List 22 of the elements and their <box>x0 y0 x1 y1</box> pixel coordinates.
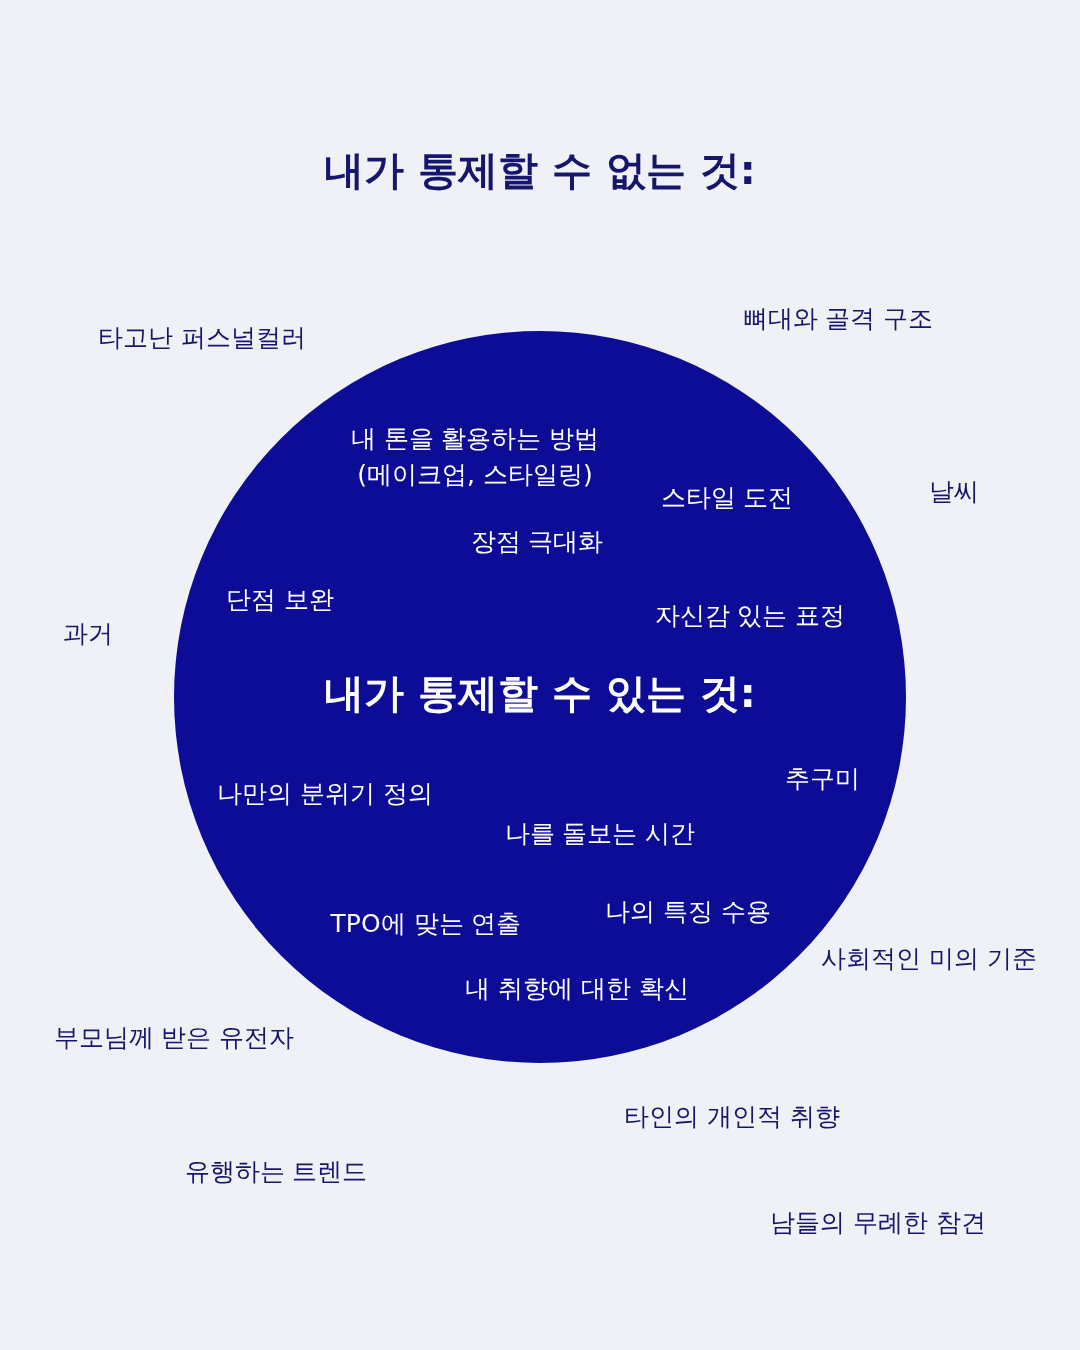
item-text: 내 취향에 대한 확신 <box>465 972 689 1005</box>
outside-label: 사회적인 미의 기준 <box>821 942 1037 975</box>
item-text: 내 톤을 활용하는 방법 (메이크업, 스타일링) <box>349 423 601 491</box>
outside-label: 뼈대와 골격 구조 <box>742 302 934 335</box>
outside-label: 부모님께 받은 유전자 <box>53 1021 295 1054</box>
outside-label: 날씨 <box>929 475 979 508</box>
item-text: 단점 보완 <box>226 583 334 616</box>
outside-label: 남들의 무례한 참견 <box>770 1206 986 1239</box>
item-text: 장점 극대화 <box>470 525 604 558</box>
outside-label: 타인의 개인적 취향 <box>624 1100 840 1133</box>
item-text: 스타일 도전 <box>660 481 794 514</box>
title: 내가 통제할 수 없는 것: <box>324 145 756 195</box>
item-text: 나만의 분위기 정의 <box>217 777 433 810</box>
item-text: 나를 돌보는 시간 <box>504 817 696 850</box>
item-text: 추구미 <box>784 762 860 795</box>
item-text: 자신감 있는 표정 <box>654 599 846 632</box>
item-text: TPO에 맞는 연출 <box>330 907 522 940</box>
outside-label: 과거 <box>63 617 113 650</box>
circle-heading: 내가 통제할 수 있는 것: <box>324 668 756 718</box>
outside-label: 타고난 퍼스널컬러 <box>98 321 306 354</box>
item-text: 나의 특징 수용 <box>605 895 771 928</box>
outside-label: 유행하는 트렌드 <box>184 1155 368 1188</box>
